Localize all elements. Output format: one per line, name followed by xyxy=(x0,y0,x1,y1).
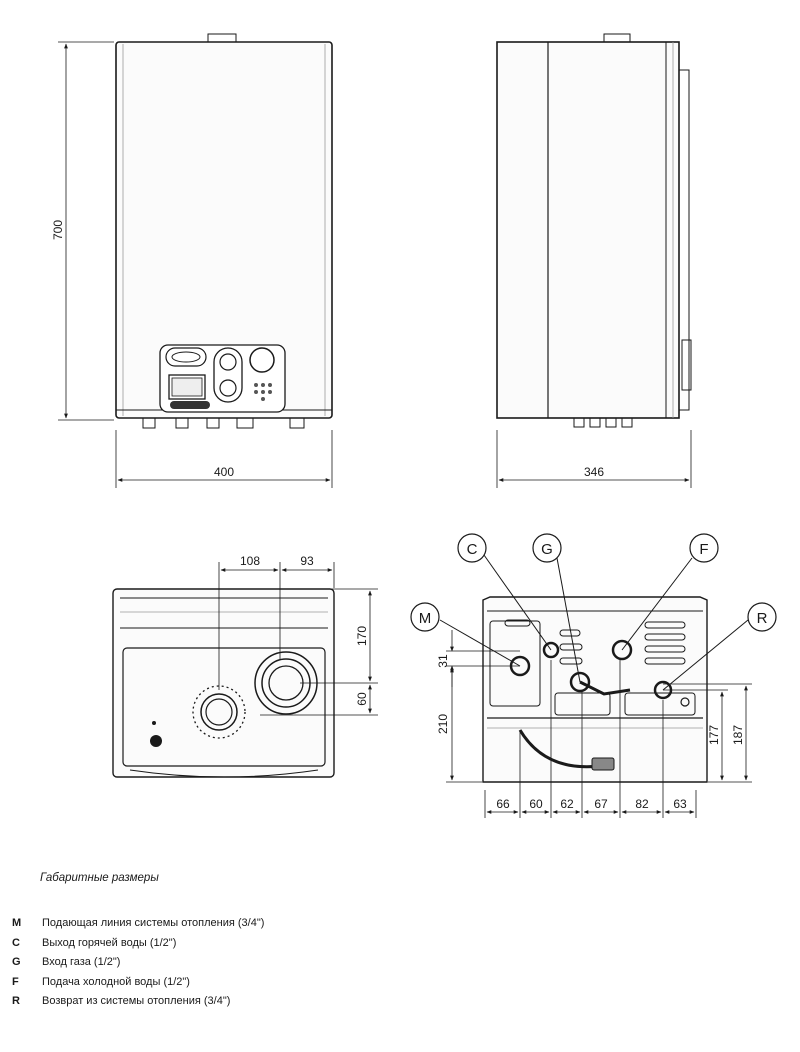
dim-width-400: 400 xyxy=(214,465,234,479)
dim-31: 31 xyxy=(436,654,450,668)
dim-spacing-3: 62 xyxy=(560,797,574,811)
legend-item-c: C Выход горячей воды (1/2") xyxy=(12,934,264,954)
dim-170: 170 xyxy=(355,626,369,646)
legend-item-r: R Возврат из системы отопления (3/4") xyxy=(12,992,264,1012)
control-panel xyxy=(159,344,286,413)
legend-code: C xyxy=(12,936,20,949)
figure-caption: Габаритные размеры xyxy=(40,872,159,884)
dim-spacing-4: 67 xyxy=(594,797,608,811)
svg-text:G: G xyxy=(541,541,553,558)
connections-dimensions xyxy=(446,630,752,818)
legend-text: Выход горячей воды (1/2") xyxy=(42,936,177,949)
side-view xyxy=(496,33,692,428)
dim-187: 187 xyxy=(731,725,745,745)
legend-code: M xyxy=(12,917,22,929)
legend-item-m: M Подающая линия системы отопления (3/4"… xyxy=(12,914,264,934)
svg-text:R: R xyxy=(757,610,768,627)
legend-text: Вход газа (1/2") xyxy=(42,956,121,968)
legend-item-g: G Вход газа (1/2") xyxy=(12,953,264,973)
connections-view xyxy=(482,596,708,783)
legend-text: Подача холодной воды (1/2") xyxy=(42,975,190,988)
front-fittings xyxy=(142,417,305,429)
dim-height-700: 700 xyxy=(51,220,65,240)
legend-text: Возврат из системы отопления (3/4") xyxy=(42,995,231,1007)
legend-code: R xyxy=(12,995,20,1007)
legend-item-f: F Подача холодной воды (1/2") xyxy=(12,973,264,993)
callout-g: G xyxy=(532,533,562,563)
legend-text: Подающая линия системы отопления (3/4") xyxy=(42,917,265,929)
dim-spacing-6: 63 xyxy=(673,797,687,811)
callout-r: R xyxy=(747,602,777,632)
callout-m: M xyxy=(410,602,440,632)
svg-text:C: C xyxy=(467,541,478,558)
legend-code: G xyxy=(12,956,21,968)
technical-drawing: 700 400 346 xyxy=(51,33,777,818)
top-view-dimensions xyxy=(218,562,378,716)
legend: M Подающая линия системы отопления (3/4"… xyxy=(12,914,264,1012)
front-dimensions xyxy=(58,41,333,488)
dim-spacing-5: 82 xyxy=(635,797,649,811)
svg-text:F: F xyxy=(699,541,708,558)
top-view xyxy=(112,588,335,778)
dim-depth-346: 346 xyxy=(584,465,604,479)
callout-leaders xyxy=(439,554,749,691)
dim-spacing-2: 60 xyxy=(529,797,543,811)
legend-code: F xyxy=(12,975,19,988)
dim-177: 177 xyxy=(707,725,721,745)
callout-c: C xyxy=(457,533,487,563)
dim-spacing-1: 66 xyxy=(496,797,510,811)
dim-108: 108 xyxy=(240,554,260,568)
dim-93: 93 xyxy=(300,554,314,568)
front-view xyxy=(115,33,333,429)
dim-210: 210 xyxy=(436,714,450,734)
svg-text:M: M xyxy=(419,610,432,627)
callout-f: F xyxy=(689,533,719,563)
side-dimensions xyxy=(496,430,692,488)
dim-60: 60 xyxy=(355,692,369,706)
